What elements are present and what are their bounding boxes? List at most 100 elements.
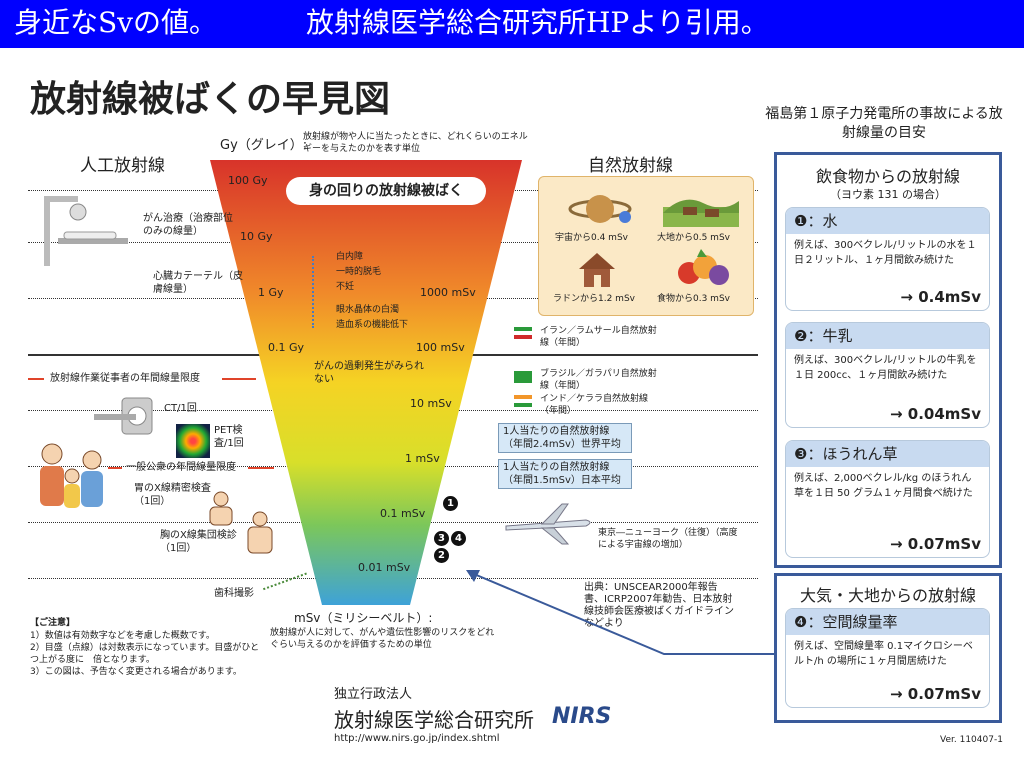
scale-1gy: 1 Gy	[258, 286, 284, 299]
scale-01gy: 0.1 Gy	[268, 341, 305, 354]
flight-label: 東京―ニューヨーク（往復）（高度による宇宙線の増加）	[598, 528, 738, 550]
effect-hematopoietic: 造血系の機能低下	[336, 320, 409, 330]
card-spinach-title: ：ほうれん草	[807, 445, 898, 463]
badge-3-icon: ❸	[794, 445, 808, 463]
card-water-text: 例えば、300ベクレル/リットルの水を１日２リットル、１ヶ月間飲み続けた	[794, 240, 977, 266]
india-flag-icon	[514, 395, 532, 407]
note-2: 2）目盛（点線）は対数表示になっています。目盛がひとつ上がる度に 倍となります。	[30, 643, 260, 665]
everyday-exposure-bubble: 身の回りの放射線被ばく	[286, 177, 486, 205]
card-air-dose-text: 例えば、空間線量率 0.1マイクロシーベルト/h の場所に１ヶ月間居続けた	[794, 641, 973, 667]
food-panel-subtitle: （ヨウ素 131 の場合）	[830, 188, 946, 201]
effect-markers	[312, 256, 317, 328]
world-average-box: 1人当たりの自然放射線（年間2.4mSv）世界平均	[498, 423, 632, 453]
chest-xray-person-icon	[247, 511, 273, 554]
japan-average-box: 1人当たりの自然放射線（年間1.5mSv）日本平均	[498, 459, 632, 489]
card-water-result: → 0.4mSv	[900, 288, 981, 306]
iran-ramsar-label: イラン／ラムサール自然放射線（年間）	[540, 326, 657, 348]
effect-sterility: 不妊	[336, 282, 355, 292]
gy-unit-description: 放射線が物や人に当たったときに、どれくらいのエネルギーを与えたのかを表す単位	[303, 132, 528, 154]
scale-10msv: 10 mSv	[410, 397, 452, 410]
card-milk: ❷：牛乳 例えば、300ベクレル/リットルの牛乳を１日 200cc、１ヶ月間飲み…	[785, 322, 990, 428]
badge-1-icon: 1	[443, 496, 458, 511]
brazil-flag-icon	[514, 371, 532, 383]
title-bar: 身近なSvの値。 放射線医学総合研究所HPより引用。	[0, 0, 1024, 48]
nirs-logo: NIRS	[552, 704, 612, 729]
airplane-icon	[505, 503, 591, 545]
card-spinach: ❸：ほうれん草 例えば、2,000ベクレル/kg のほうれん草を１日 50 グラ…	[785, 440, 990, 558]
brazil-guarapari-label: ブラジル／ガラパリ自然放射線（年間）	[540, 369, 657, 391]
badge-4-icon: 4	[451, 531, 466, 546]
dental-xray-label: 歯科撮影	[214, 588, 254, 599]
card-spinach-result: → 0.07mSv	[889, 535, 981, 553]
scale-100msv: 100 mSv	[416, 341, 465, 354]
org-name: 放射線医学総合研究所	[334, 708, 534, 732]
public-limit-label: 一般公衆の年間線量限度	[126, 462, 236, 473]
card-milk-text: 例えば、300ベクレル/リットルの牛乳を１日 200cc、１ヶ月間飲み続けた	[794, 355, 977, 381]
card-air-dose-result: → 0.07mSv	[889, 685, 981, 703]
dose-triangle	[210, 160, 522, 605]
pet-scan-image	[176, 424, 210, 458]
notes-title: 【ご注意】	[30, 618, 76, 628]
card-milk-title: ：牛乳	[807, 327, 853, 345]
card-milk-result: → 0.04mSv	[889, 405, 981, 423]
natural-food-label: 食物から0.3 mSv	[657, 294, 730, 304]
title-right: 放射線医学総合研究所HPより引用。	[306, 6, 769, 39]
note-3: 3）この図は、予告なく変更される場合があります。	[30, 667, 242, 677]
panel-connector-arrow	[466, 570, 774, 655]
source-citation: 出典：UNSCEAR2000年報告書、ICRP2007年勧告、日本放射線技師会医…	[584, 582, 734, 629]
scale-001msv: 0.01 mSv	[358, 561, 411, 574]
chart-heading: 放射線被ばくの早見図	[30, 79, 391, 120]
planet-icon	[568, 195, 632, 223]
natural-ground-label: 大地から0.5 mSv	[657, 233, 730, 243]
stomach-xray-person-icon	[209, 491, 233, 526]
badge-3-icon: 3	[434, 531, 449, 546]
iran-flag-icon	[514, 327, 532, 339]
radiotherapy-icon	[44, 196, 128, 266]
natural-radiation-heading: 自然放射線	[588, 156, 673, 176]
chest-xray-label: 胸のX線集団検診（1回）	[160, 530, 237, 554]
card-water: ❶：水 例えば、300ベクレル/リットルの水を１日２リットル、１ヶ月間飲み続けた…	[785, 207, 990, 311]
scale-1000msv: 1000 mSv	[420, 286, 476, 299]
org-url[interactable]: http://www.nirs.go.jp/index.shtml	[334, 733, 500, 744]
air-panel-title: 大気・大地からの放射線	[799, 586, 976, 605]
natural-radon-label: ラドンから1.2 mSv	[553, 294, 635, 304]
card-spinach-text: 例えば、2,000ベクレル/kg のほうれん草を１日 50 グラム１ヶ月間食べ続…	[794, 473, 973, 499]
card-water-title: ：水	[807, 212, 838, 230]
badge-2-icon: ❷	[794, 327, 808, 345]
land-icon	[663, 199, 739, 227]
fukushima-title: 福島第１原子力発電所の事故による放射線量の目安	[765, 106, 1003, 141]
version-label: Ver. 110407-1	[940, 735, 1003, 745]
cancer-risk-note: がんの過剰発生がみられない	[314, 361, 424, 385]
natural-cosmic-label: 宇宙から0.4 mSv	[555, 233, 628, 243]
ct-label: CT/1回	[164, 403, 197, 414]
artificial-radiation-heading: 人工放射線	[80, 156, 165, 176]
food-panel-title: 飲食物からの放射線	[815, 167, 960, 186]
stomach-xray-label: 胃のX線精密検査（1回）	[134, 483, 211, 507]
card-air-dose: ❹：空間線量率 例えば、空間線量率 0.1マイクロシーベルト/h の場所に１ヶ月…	[785, 608, 990, 708]
card-air-dose-title: ：空間線量率	[807, 613, 898, 631]
cardiac-catheter-label: 心臓カテーテル（皮膚線量）	[153, 271, 243, 295]
effect-lens-opacity: 眼水晶体の白濁	[336, 305, 400, 315]
scale-01msv: 0.1 mSv	[380, 507, 426, 520]
note-1: 1）数値は有効数字などを考慮した概数です。	[30, 631, 215, 641]
ct-scanner-icon	[94, 397, 153, 435]
title-left: 身近なSvの値。	[14, 6, 218, 39]
family-icon	[40, 443, 103, 508]
msv-unit-label: mSv（ミリシーベルト）:	[294, 611, 433, 625]
india-kerala-label: インド／ケララ自然放射線（年間）	[540, 394, 649, 416]
scale-10gy: 10 Gy	[240, 230, 273, 243]
scale-100gy: 100 Gy	[228, 174, 268, 187]
food-icon	[678, 249, 729, 285]
effect-hair-loss: 一時的脱毛	[336, 267, 382, 277]
natural-sources-box: 宇宙から0.4 mSv 大地から0.5 mSv ラドンから1.2 mSv 食物か…	[538, 176, 754, 316]
msv-unit-description: 放射線が人に対して、がんや遺伝性影響のリスクをどれぐらい与えるのかを評価するため…	[270, 628, 495, 650]
scale-1msv: 1 mSv	[405, 452, 440, 465]
cancer-treatment-label: がん治療（治療部位のみの線量）	[143, 213, 233, 237]
pet-label: PET検査/1回	[214, 425, 244, 449]
worker-limit-label: 放射線作業従事者の年間線量限度	[50, 373, 200, 384]
house-icon	[579, 253, 615, 287]
org-type: 独立行政法人	[334, 687, 413, 702]
gy-unit-label: Gy（グレイ）:	[220, 138, 308, 153]
effect-cataract: 白内障	[336, 252, 364, 262]
badge-1-icon: ❶	[794, 212, 808, 230]
